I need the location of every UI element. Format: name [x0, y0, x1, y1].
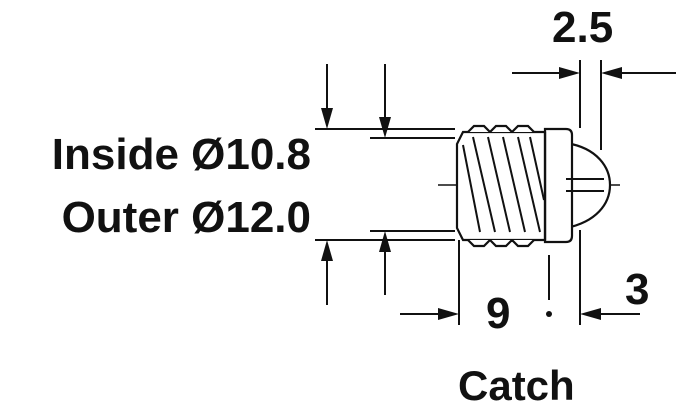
thread-crests-top: [467, 124, 535, 133]
outer-diameter-label: Outer Ø12.0: [61, 193, 311, 242]
arrowhead-length: [438, 308, 459, 320]
arrowhead-outer-bottom: [321, 240, 333, 261]
arrowhead-top-right: [601, 67, 622, 79]
thread-crests-bottom: [467, 239, 535, 248]
figure-caption: Catch: [458, 362, 575, 409]
arrowhead-inside-bottom: [379, 231, 391, 252]
ball-dome: [564, 141, 612, 230]
head-flange: [543, 127, 574, 244]
length-dimension-label: 9: [486, 289, 511, 338]
arrowhead-inside-top: [379, 117, 391, 138]
arrowhead-top-left: [559, 67, 580, 79]
inside-diameter-label: Inside Ø10.8: [51, 130, 311, 179]
thread-helix: [462, 136, 545, 233]
arrowhead-catch: [580, 308, 601, 320]
top-dimension-label: 2.5: [552, 3, 614, 52]
arrowhead-outer-top: [321, 108, 333, 129]
catch-dimension-label: 3: [625, 265, 650, 314]
catch-part: [455, 124, 612, 248]
catch-dot: [546, 311, 552, 317]
ball-slot: [566, 178, 604, 192]
